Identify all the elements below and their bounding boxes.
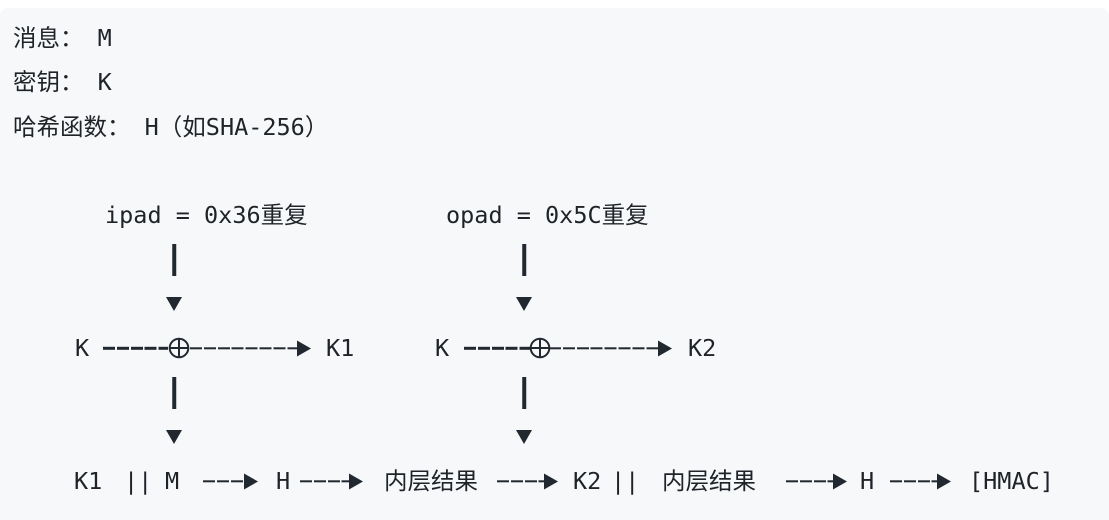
k2-label: K2 [573, 467, 602, 496]
arrow-shaft [890, 480, 940, 483]
arrow-shaft [497, 480, 547, 483]
arrow-shaft [300, 480, 352, 483]
line-connectors-top [0, 238, 1109, 282]
line-arrowheads-bottom [0, 415, 1109, 459]
arrow-right [890, 473, 951, 490]
arrow-right [190, 340, 311, 357]
arrow-right-head-icon [244, 473, 258, 490]
left-key-label: K [75, 334, 90, 363]
line-arrowheads-top [0, 282, 1109, 326]
arrow-down-icon [516, 297, 532, 311]
hmac-output-label: [HMAC] [969, 467, 1054, 496]
xor-icon [168, 337, 190, 359]
arrow-right [497, 473, 558, 490]
line-key: 密钥： K [0, 60, 1109, 104]
concat-operator: || [124, 467, 153, 496]
dash-line [103, 347, 168, 350]
code-block-panel [0, 8, 1109, 520]
arrow-right-head-icon [297, 340, 311, 357]
line-final-pipeline: K1 || M H 内层结果 K2 || 内层结果 H [HMAC] [0, 459, 1109, 503]
dash-line [464, 347, 531, 350]
message-label: M [165, 467, 180, 496]
arrow-right-head-icon [658, 340, 672, 357]
line-message: 消息： M [0, 16, 1109, 60]
vertical-line [172, 243, 176, 276]
line-hash: 哈希函数： H（如SHA-256） [0, 105, 1109, 149]
arrow-shaft [190, 347, 300, 350]
arrow-shaft [549, 347, 661, 350]
arrow-right [300, 473, 363, 490]
line-connectors-bottom [0, 371, 1109, 415]
inner-result-label: 内层结果 [662, 467, 756, 496]
message-param: 消息： M [13, 24, 112, 52]
arrow-right-head-icon [349, 473, 363, 490]
key-param: 密钥： K [13, 68, 112, 97]
xor-icon [529, 337, 551, 359]
hash-label: H [860, 467, 875, 496]
concat-operator: || [611, 467, 640, 496]
vertical-line [172, 376, 176, 409]
arrow-right [549, 340, 672, 357]
arrow-shaft [786, 480, 836, 483]
line-pad-labels: ipad = 0x36重复 opad = 0x5C重复 [0, 193, 1109, 237]
hash-label: H [276, 467, 291, 496]
opad-label: opad = 0x5C重复 [446, 201, 649, 230]
inner-result-label: 内层结果 [384, 467, 478, 496]
right-key-label: K [435, 334, 450, 363]
k1-label: K1 [326, 334, 355, 363]
arrow-right-head-icon [833, 473, 847, 490]
vertical-line [522, 243, 526, 276]
arrow-right [786, 473, 847, 490]
k2-label: K2 [688, 334, 717, 363]
arrow-down-icon [166, 430, 182, 444]
arrow-shaft [203, 480, 247, 483]
arrow-right [203, 473, 258, 490]
arrow-right-head-icon [937, 473, 951, 490]
k1-label: K1 [74, 467, 103, 496]
ipad-label: ipad = 0x36重复 [105, 201, 308, 230]
arrow-down-icon [516, 430, 532, 444]
line-xor-row: K K1 K K2 [0, 326, 1109, 370]
hash-param: 哈希函数： H（如SHA-256） [13, 112, 329, 141]
arrow-right-head-icon [544, 473, 558, 490]
vertical-line [522, 376, 526, 409]
arrow-down-icon [166, 297, 182, 311]
